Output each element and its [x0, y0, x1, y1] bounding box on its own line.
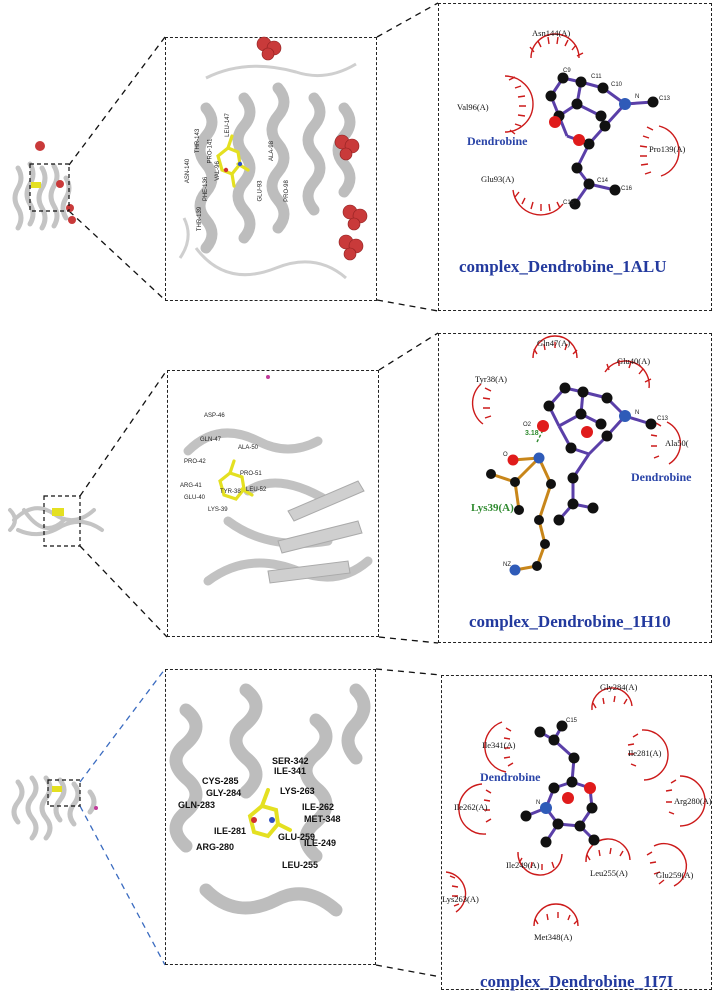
ligand-name: Dendrobine	[467, 134, 528, 148]
residue-label: Pro139(A)	[649, 144, 686, 154]
atom-label: C15	[566, 718, 578, 724]
zoom-label: GLY-284	[206, 788, 242, 798]
atom-label: N	[635, 410, 640, 416]
complex-title: complex_Dendrobine_1ALU	[459, 257, 667, 276]
zoom-frame-1: THR-143 ASN-140 PRO-141 VAL-96 LEU-147 T…	[165, 36, 377, 301]
atom-label: C11	[591, 74, 602, 80]
atom-label: N	[635, 94, 640, 100]
residue-label: Tyr38(A)	[475, 374, 507, 384]
zoom-label: GLU-40	[184, 495, 206, 501]
zoom-label: ILE-262	[302, 802, 335, 812]
residue-label: Glu93(A)	[481, 174, 515, 184]
atom-label: NZ	[503, 562, 511, 568]
zoom-label: PRO-51	[240, 471, 262, 477]
zoom-label: LEU-255	[282, 860, 319, 870]
zoom-label: ARG-41	[180, 483, 202, 489]
zoom-label: SER-342	[272, 756, 309, 766]
residue-label: Arg280(A)	[674, 796, 712, 806]
zoom-label: PHE-136	[203, 176, 210, 202]
helix-cartoon-1	[178, 36, 368, 280]
zoom-label: ALA-50	[238, 445, 259, 451]
residue-label: Gln47(A)	[537, 338, 571, 348]
zoom-label: PRO-98	[283, 180, 290, 202]
sheet-cartoon-2	[183, 375, 373, 586]
zoom-label: ARG-280	[196, 842, 235, 852]
atom-label: C13	[657, 416, 669, 422]
atom-label: O2	[523, 422, 532, 428]
protein-overview-3	[11, 775, 98, 841]
zoom-label: GLN-47	[200, 437, 222, 443]
zoom-label: PRO-141	[207, 138, 214, 164]
interaction-frame-3: Gly284(A) Ile341(A) Ile281(A) Ile262(A) …	[441, 675, 712, 991]
hbond-distance: 3.18	[525, 430, 539, 437]
ligand-name: Dendrobine	[480, 770, 541, 784]
residue-label: Ile341(A)	[482, 740, 516, 750]
complex-title: complex_Dendrobine_1I7I	[480, 972, 674, 991]
atom-label: C16	[621, 186, 633, 192]
residue-label: Gly284(A)	[600, 682, 638, 692]
zoom-label: THR-139	[197, 206, 204, 232]
residue-label: Ala50(	[665, 438, 689, 448]
zoom-frame-2: ASP-46 GLN-47 ALA-50 PRO-42 PRO-51 ARG-4…	[167, 370, 379, 637]
atom-label: C9	[563, 68, 571, 74]
zoom-label: GLU-259	[278, 832, 316, 842]
zoom-label: MET-348	[304, 814, 341, 824]
zoom-label: VAL-96	[214, 161, 221, 181]
complex-title: complex_Dendrobine_1H10	[469, 612, 671, 631]
zoom-label: GLN-283	[178, 800, 216, 810]
residue-label: Leu255(A)	[590, 868, 628, 878]
residue-label: Glu259(A)	[656, 870, 694, 880]
atom-label: O	[503, 452, 508, 458]
interaction-diagram-1	[504, 33, 680, 216]
residue-label: Val96(A)	[457, 102, 489, 112]
residue-label: Ile249(A)	[506, 860, 540, 870]
zoom-label: TYR-38	[220, 489, 241, 495]
helix-cartoon-3	[169, 683, 371, 917]
interaction-diagram-3	[445, 687, 706, 927]
zoom-label: ILE-341	[274, 766, 307, 776]
residue-label: Asn144(A)	[532, 28, 571, 38]
hbond-residue-label: Lys39(A)	[471, 502, 514, 514]
residue-label: Met348(A)	[534, 932, 573, 942]
protein-overview-1	[12, 141, 76, 231]
zoom-label: ALA-98	[269, 140, 276, 162]
zoom-label: LEU-52	[246, 487, 267, 493]
zoom-label: LEU-147	[224, 113, 231, 137]
residue-label: Ile281(A)	[628, 748, 662, 758]
zoom-label: LYS-263	[280, 786, 315, 796]
zoom-label: CYS-285	[202, 776, 239, 786]
zoom-label: ILE-249	[304, 838, 337, 848]
atom-label: N	[536, 800, 541, 806]
interaction-frame-2: Gln47(A) Glu40(A) Tyr38(A) Ala50( Dendro…	[438, 333, 712, 643]
zoom-label: LYS-39	[208, 507, 228, 513]
zoom-label: ASP-46	[204, 413, 225, 419]
zoom-label: ASN-140	[185, 158, 192, 184]
zoom-label: GLU-93	[257, 180, 264, 202]
ligand-name: Dendrobine	[631, 470, 692, 484]
interaction-diagram-2	[471, 335, 682, 576]
atom-label: C14	[597, 178, 609, 184]
zoom-label: ILE-281	[214, 826, 247, 836]
atom-label: C15	[563, 200, 575, 206]
zoom-frame-3: SER-342 ILE-341 CYS-285 LYS-263 GLY-284 …	[165, 669, 376, 965]
atom-label: C10	[611, 82, 623, 88]
residue-label: Ile262(A)	[454, 802, 488, 812]
atom-label: C13	[659, 96, 671, 102]
residue-label: Glu40(A)	[617, 356, 651, 366]
residue-label: Lys263(A)	[442, 894, 479, 904]
zoom-label: THR-143	[195, 128, 202, 154]
zoom-label: PRO-42	[184, 459, 206, 465]
interaction-frame-1: Asn144(A) Val96(A) Pro139(A) Glu93(A) De…	[438, 3, 712, 311]
protein-overview-2	[8, 495, 104, 547]
